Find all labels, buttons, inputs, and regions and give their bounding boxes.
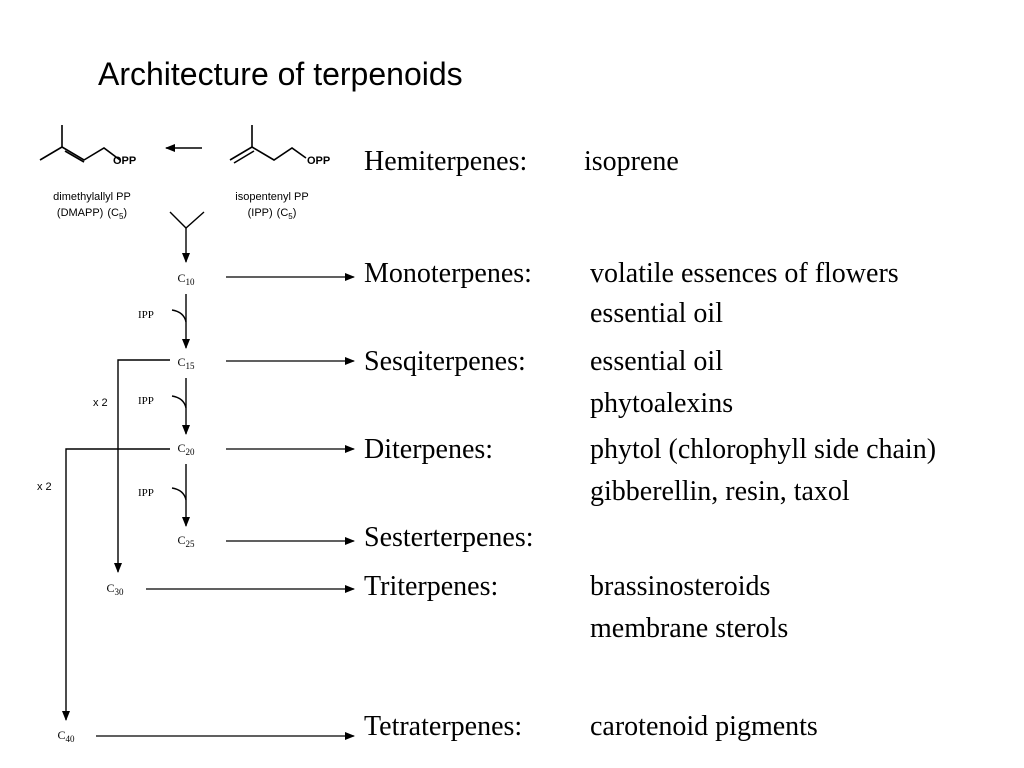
condensation-arrow (169, 211, 205, 263)
class-use-triterpenes-1: brassinosteroids (590, 571, 771, 602)
ipp-label-2: IPP (138, 395, 154, 407)
class-arrows (96, 273, 355, 740)
class-use-diterpenes-1: phytol (chlorophyll side chain) (590, 434, 937, 465)
ipp-addition-arrow-3 (171, 464, 190, 527)
class-name-diterpenes: Diterpenes: (364, 434, 494, 465)
dmapp-structure (39, 125, 121, 163)
class-name-tetraterpenes: Tetraterpenes: (364, 711, 523, 742)
ipp-addition-arrow-2 (171, 378, 190, 435)
ipp-addition-arrow-1 (171, 294, 190, 349)
dimerisation-c15-to-c30 (114, 359, 170, 573)
class-name-monoterpenes: Monoterpenes: (364, 258, 532, 289)
class-use-triterpenes-2: membrane sterols (590, 613, 789, 644)
class-name-hemiterpenes: Hemiterpenes: (364, 146, 528, 177)
node-c25: C25 (177, 533, 195, 549)
ipp-opp-label: OPP (307, 155, 330, 167)
class-use-diterpenes-2: gibberellin, resin, taxol (590, 476, 850, 507)
node-c10: C10 (177, 271, 195, 287)
class-use-tetraterpenes-1: carotenoid pigments (590, 711, 818, 742)
ipp-label-3: IPP (138, 487, 154, 499)
ipp-label-1: IPP (138, 309, 154, 321)
multiplier-label-1: x 2 (93, 397, 108, 409)
class-use-hemiterpenes: isoprene (584, 146, 679, 177)
ipp-abbrev: (IPP)(C5) (248, 207, 297, 221)
dmapp-abbrev-text: (DMAPP) (57, 207, 103, 219)
class-use-monoterpenes-2: essential oil (590, 298, 723, 329)
node-c20: C20 (177, 441, 195, 457)
dmapp-abbrev: (DMAPP)(C5) (57, 207, 127, 221)
class-name-triterpenes: Triterpenes: (364, 571, 499, 602)
dmapp-name: dimethylallyl PP (53, 191, 131, 203)
node-c30: C30 (106, 581, 124, 597)
class-use-sesquiterpenes-2: phytoalexins (590, 388, 734, 419)
class-use-monoterpenes-1: volatile essences of flowers (590, 258, 899, 289)
slide-title: Architecture of terpenoids (98, 56, 463, 92)
dmapp-opp-label: OPP (113, 155, 136, 167)
multiplier-label-2: x 2 (37, 481, 52, 493)
dimerisation-c20-to-c40 (62, 448, 170, 721)
node-c40: C40 (57, 728, 75, 744)
ipp-name: isopentenyl PP (235, 191, 308, 203)
class-name-sesterterpenes: Sesterterpenes: (364, 522, 534, 553)
node-c15: C15 (177, 355, 195, 371)
ipp-structure (229, 125, 307, 164)
class-use-sesquiterpenes-1: essential oil (590, 346, 723, 377)
class-name-sesquiterpenes: Sesqiterpenes: (364, 346, 526, 377)
